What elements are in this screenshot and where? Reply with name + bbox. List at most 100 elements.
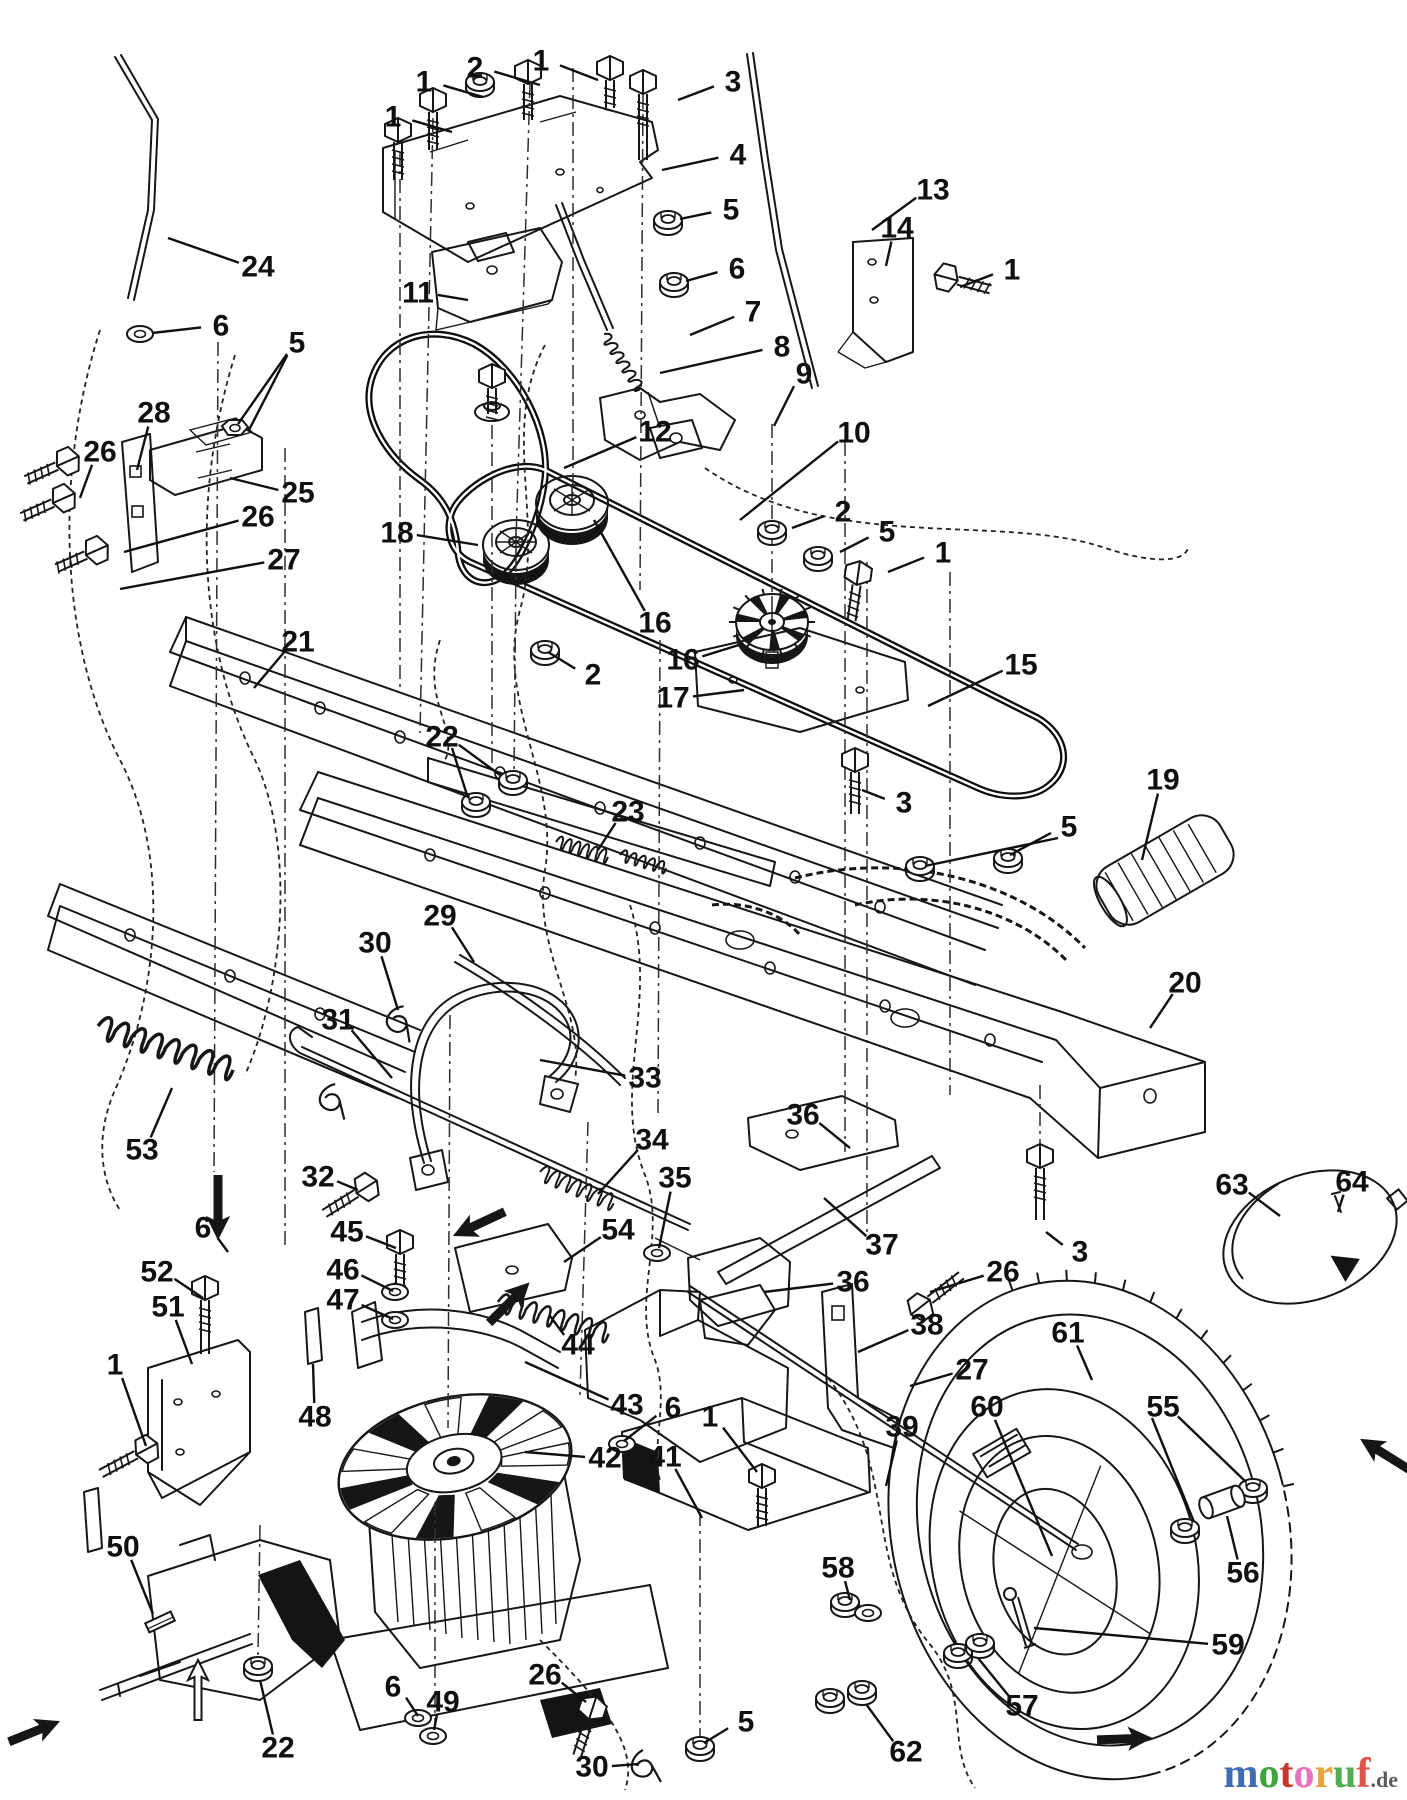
callout-30: 30 — [575, 1751, 608, 1784]
callout-53: 53 — [125, 1134, 158, 1167]
callout-46: 46 — [326, 1254, 359, 1287]
flange-nut — [461, 792, 491, 818]
hub-cap — [1222, 1169, 1407, 1305]
guide-plate — [454, 1223, 573, 1313]
hex-bolt — [419, 86, 447, 150]
direction-arrow — [452, 1207, 507, 1237]
callout-16: 16 — [638, 607, 671, 640]
sector-slot — [794, 866, 1087, 950]
flange-nut — [530, 640, 560, 666]
callout-36: 36 — [786, 1099, 819, 1132]
coil-spring — [619, 849, 668, 875]
hex-nut — [220, 419, 250, 436]
callout-13: 13 — [916, 174, 949, 207]
callout-63: 63 — [1215, 1169, 1248, 1202]
callout-1: 1 — [385, 101, 402, 134]
hex-bolt — [191, 1274, 219, 1354]
hex-bolt — [843, 560, 874, 622]
callout-29: 29 — [423, 900, 456, 933]
hex-bolt — [906, 1271, 965, 1323]
callout-42: 42 — [588, 1442, 621, 1475]
callout-20: 20 — [1168, 967, 1201, 1000]
callout-6: 6 — [385, 1671, 402, 1704]
callout-28: 28 — [137, 397, 170, 430]
washer — [419, 1727, 447, 1745]
hairpin-clip — [630, 1749, 662, 1783]
idler-bracket — [694, 627, 909, 733]
callout-1: 1 — [533, 45, 550, 78]
callout-36: 36 — [836, 1266, 869, 1299]
flange-nut — [905, 856, 935, 882]
clutch-link-rod — [289, 1026, 691, 1231]
callout-49: 49 — [426, 1686, 459, 1719]
callout-59: 59 — [1211, 1629, 1244, 1662]
brake-plate — [747, 1095, 899, 1171]
washer — [608, 1435, 636, 1453]
square-key — [143, 1610, 177, 1634]
callout-47: 47 — [326, 1284, 359, 1317]
callout-26: 26 — [528, 1659, 561, 1692]
frame-rail-left — [169, 616, 1003, 986]
hex-bolt — [54, 534, 109, 574]
flange-nut — [243, 1656, 273, 1682]
callout-39: 39 — [885, 1411, 918, 1444]
support-plate — [147, 1339, 251, 1506]
brake-mount — [687, 1237, 791, 1346]
callout-1: 1 — [702, 1401, 719, 1434]
callout-55: 55 — [1146, 1391, 1179, 1424]
v-idler-pulley — [535, 475, 609, 545]
callout-27: 27 — [267, 544, 300, 577]
callout-56: 56 — [1226, 1557, 1259, 1590]
idler-arm — [351, 1301, 561, 1369]
callout-31: 31 — [321, 1004, 354, 1037]
flange-nut — [993, 848, 1023, 874]
callout-22: 22 — [261, 1732, 294, 1765]
callout-51: 51 — [151, 1291, 184, 1324]
frame-rail-right — [299, 771, 1206, 1159]
spacer-tube — [1198, 1484, 1246, 1520]
motoruf-logo-text: motoruf.de — [1223, 1751, 1398, 1797]
callout-18: 18 — [380, 517, 413, 550]
callout-5: 5 — [289, 327, 306, 360]
callout-21: 21 — [281, 626, 314, 659]
flange-nut — [1170, 1518, 1200, 1544]
callout-6: 6 — [665, 1392, 682, 1425]
hex-bolt — [19, 482, 76, 522]
callout-2: 2 — [467, 52, 484, 85]
flat-pin — [304, 1307, 323, 1365]
callout-1: 1 — [416, 66, 433, 99]
callout-5: 5 — [738, 1706, 755, 1739]
callout-35: 35 — [658, 1162, 691, 1195]
flange-nut — [815, 1688, 845, 1714]
callout-38: 38 — [910, 1309, 943, 1342]
hex-bolt — [841, 746, 869, 814]
callout-62: 62 — [889, 1736, 922, 1769]
callout-3: 3 — [725, 66, 742, 99]
washer — [854, 1604, 882, 1622]
callout-2: 2 — [835, 496, 852, 529]
hairpin-clip — [385, 1005, 411, 1043]
callout-61: 61 — [1051, 1317, 1084, 1350]
engine-bracket — [431, 227, 563, 323]
drop-lines — [213, 68, 1041, 1740]
flange-nut — [685, 1736, 715, 1762]
brake-link-rod — [687, 1285, 1079, 1551]
direction-arrow — [205, 1175, 231, 1241]
callout-52: 52 — [140, 1256, 173, 1289]
diagram-line-art — [47, 52, 1407, 1791]
hex-bolt — [23, 445, 80, 485]
tire-tread — [1007, 1269, 1295, 1488]
hex-bolt — [386, 1228, 414, 1287]
idler-arm-rod — [454, 954, 626, 1086]
callout-3: 3 — [1072, 1236, 1089, 1269]
callout-34: 34 — [635, 1124, 669, 1157]
flange-nut — [830, 1592, 860, 1618]
callout-16: 16 — [666, 644, 699, 677]
callout-6: 6 — [729, 253, 746, 286]
coil-spring — [555, 835, 609, 864]
flange-nut — [653, 210, 683, 236]
bracket-plate — [121, 433, 159, 573]
washer — [381, 1311, 409, 1329]
motoruf-logo: motoruf.de — [1223, 1751, 1398, 1797]
